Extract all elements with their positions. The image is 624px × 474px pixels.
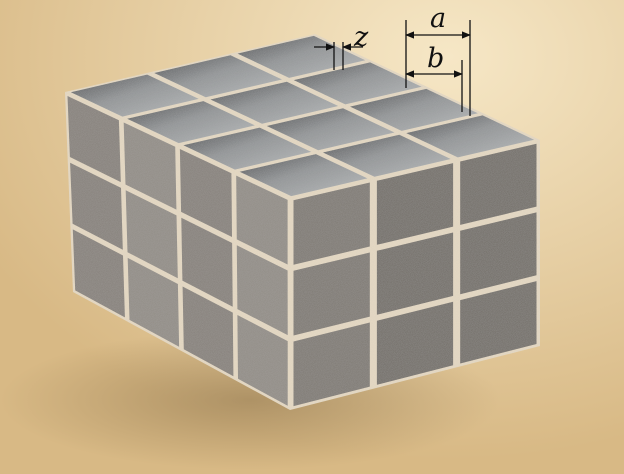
left-cube-0-0: [67, 96, 121, 183]
front-cube-2-0: [460, 143, 537, 225]
top-cube-1-0: [154, 55, 282, 98]
front-cube-1-1: [376, 232, 454, 315]
dimension-annotations: z a b: [314, 3, 471, 116]
top-cube-0-1: [127, 101, 255, 144]
top-cube-0-2: [183, 127, 312, 170]
cube-block: [65, 34, 540, 410]
top-cube-1-3: [323, 134, 451, 177]
front-cube-1-0: [376, 163, 454, 245]
top-cube-1-2: [266, 108, 395, 151]
gap-dimension-z: z: [314, 22, 369, 70]
left-cube-3-1: [236, 245, 288, 336]
left-cube-2-2: [182, 286, 234, 377]
top-cube-2-3: [406, 115, 535, 158]
left-cube-1-0: [123, 122, 177, 210]
left-cube-3-2: [237, 315, 288, 406]
left-cube-0-1: [70, 162, 123, 250]
left-cube-3-0: [236, 175, 288, 265]
label-b: b: [427, 43, 444, 74]
left-cube-1-1: [125, 190, 178, 279]
top-face: [65, 34, 540, 198]
dimension-b: b: [405, 43, 463, 112]
label-a: a: [430, 3, 446, 34]
label-z: z: [353, 22, 369, 53]
left-cube-2-0: [179, 149, 232, 237]
front-cube-2-2: [460, 281, 537, 364]
front-face: [290, 140, 540, 410]
front-cube-0-2: [293, 322, 370, 407]
front-cube-2-1: [460, 212, 537, 295]
front-cube-0-1: [293, 252, 370, 336]
top-cube-1-1: [210, 81, 339, 124]
front-cube-0-0: [293, 182, 370, 265]
front-cube-1-2: [376, 301, 454, 385]
top-cube-2-2: [350, 88, 478, 131]
top-cube-2-1: [293, 62, 422, 105]
left-cube-1-2: [127, 257, 180, 347]
left-cube-2-1: [181, 217, 233, 307]
top-cube-0-3: [239, 154, 368, 197]
left-cube-0-2: [72, 229, 125, 318]
top-cube-0-0: [70, 74, 199, 117]
